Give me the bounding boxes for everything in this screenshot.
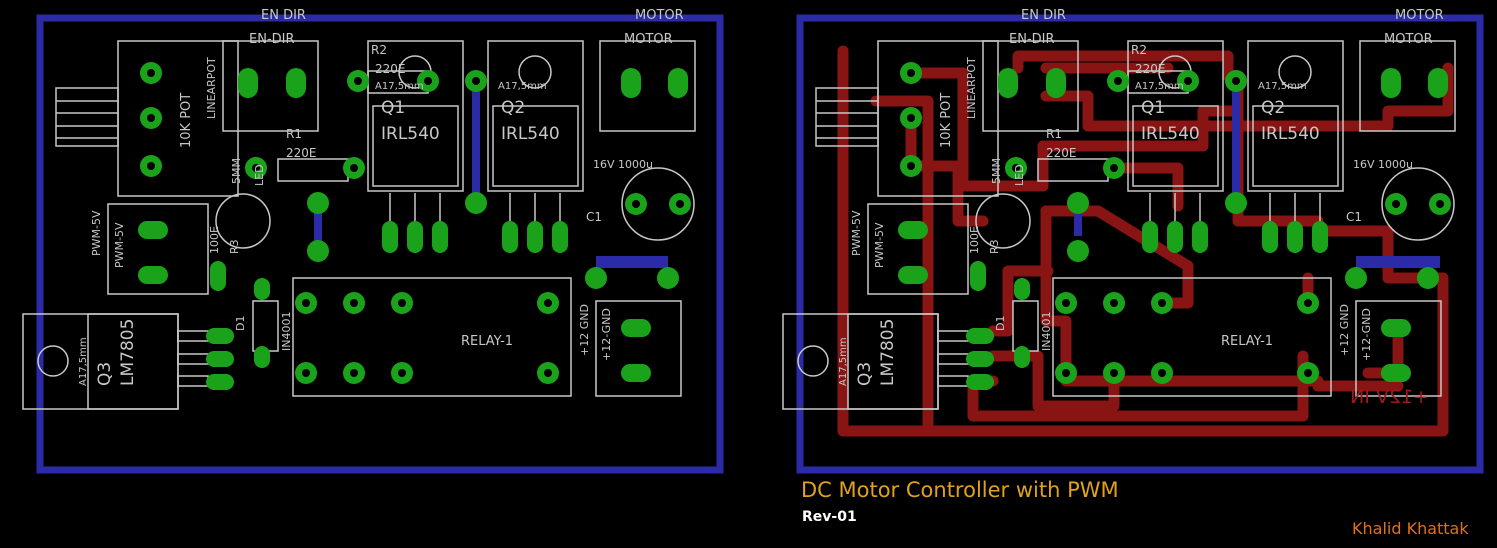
label-regulator: LM7805 — [118, 319, 138, 386]
label-r1-value-r: 220E — [1046, 146, 1077, 160]
label-pot-name: LINEARPOT — [205, 57, 218, 119]
label-r1-value: 220E — [286, 146, 317, 160]
label-q2: Q2 — [501, 98, 525, 118]
label-diode: IN4001 — [280, 312, 293, 351]
design-title: DC Motor Controller with PWM — [801, 478, 1119, 502]
label-q1-package: A17,5mm — [375, 81, 424, 92]
label-q2-part-r: IRL540 — [1261, 124, 1320, 144]
author-name: Khalid Khattak — [1352, 519, 1469, 538]
label-motor-r: MOTOR — [1384, 32, 1433, 47]
label-relay: RELAY-1 — [461, 334, 513, 349]
label-r2-value: 220E — [375, 62, 406, 76]
label-pwm-a-r: PWM-5V — [850, 210, 863, 256]
label-pwm-b: PWM-5V — [113, 222, 126, 268]
label-q2-package: A17,5mm — [498, 81, 547, 92]
label-relay-r: RELAY-1 — [1221, 334, 1273, 349]
right-board-bottom-traces — [783, 18, 1480, 470]
label-q1-r: Q1 — [1141, 98, 1165, 118]
label-r2-value-r: 220E — [1135, 62, 1166, 76]
label-led: LED — [253, 164, 266, 186]
label-pot-value: 10K POT — [179, 93, 194, 148]
label-en-dir-r: EN-DIR — [1009, 32, 1055, 47]
label-r3-value-r: 100E — [968, 226, 981, 254]
label-r1: R1 — [286, 127, 302, 141]
label-cap-value: 16V 1000u — [593, 158, 653, 171]
left-board-labels: EN DIR MOTOR EN-DIR MOTOR LINEARPOT 10K … — [78, 8, 684, 386]
label-q3-r: Q3 — [855, 362, 875, 386]
label-en-dir: EN-DIR — [249, 32, 295, 47]
label-gnd-a: +12 GND — [578, 304, 591, 356]
label-led-size-r: 5MM — [990, 158, 1003, 184]
label-gnd-a-r: +12 GND — [1338, 304, 1351, 356]
label-q1-part-r: IRL540 — [1141, 124, 1200, 144]
right-board-labels: EN DIR MOTOR EN-DIR MOTOR LINEARPOT 10K … — [838, 8, 1444, 408]
label-r3: R3 — [228, 239, 241, 254]
label-pot-value-r: 10K POT — [939, 93, 954, 148]
label-c1: C1 — [586, 210, 602, 224]
label-diode-r: IN4001 — [1040, 312, 1053, 351]
label-q3-package: A17,5mm — [78, 337, 89, 386]
label-motor-header-r: MOTOR — [1395, 8, 1444, 23]
label-pwm-a: PWM-5V — [90, 210, 103, 256]
label-motor-header: MOTOR — [635, 8, 684, 23]
label-q1-part: IRL540 — [381, 124, 440, 144]
label-r1-r: R1 — [1046, 127, 1062, 141]
label-c1-r: C1 — [1346, 210, 1362, 224]
label-cap-value-r: 16V 1000u — [1353, 158, 1413, 171]
label-led-r: LED — [1013, 164, 1026, 186]
label-r2-r: R2 — [1131, 43, 1147, 57]
label-r3-r: R3 — [988, 239, 1001, 254]
label-regulator-r: LM7805 — [878, 319, 898, 386]
label-en-dir-header-r: EN DIR — [1021, 8, 1066, 23]
label-r2: R2 — [371, 43, 387, 57]
label-gnd-b-r: +12-GND — [1360, 308, 1373, 361]
label-q3-package-r: A17,5mm — [838, 337, 849, 386]
label-d1: D1 — [234, 316, 247, 331]
label-gnd-b: +12-GND — [600, 308, 613, 361]
label-q2-part: IRL540 — [501, 124, 560, 144]
label-en-dir-header: EN DIR — [261, 8, 306, 23]
label-pot-name-r: LINEARPOT — [965, 57, 978, 119]
label-d1-r: D1 — [994, 316, 1007, 331]
label-power-in: +12V IN — [1350, 386, 1429, 408]
label-led-size: 5MM — [230, 158, 243, 184]
label-q3: Q3 — [95, 362, 115, 386]
revision-label: Rev-01 — [802, 509, 857, 525]
left-board-top-view — [23, 18, 720, 470]
label-q1: Q1 — [381, 98, 405, 118]
label-motor: MOTOR — [624, 32, 673, 47]
label-r3-value: 100E — [208, 226, 221, 254]
label-q1-package-r: A17,5mm — [1135, 81, 1184, 92]
label-pwm-b-r: PWM-5V — [873, 222, 886, 268]
label-q2-package-r: A17,5mm — [1258, 81, 1307, 92]
label-q2-r: Q2 — [1261, 98, 1285, 118]
